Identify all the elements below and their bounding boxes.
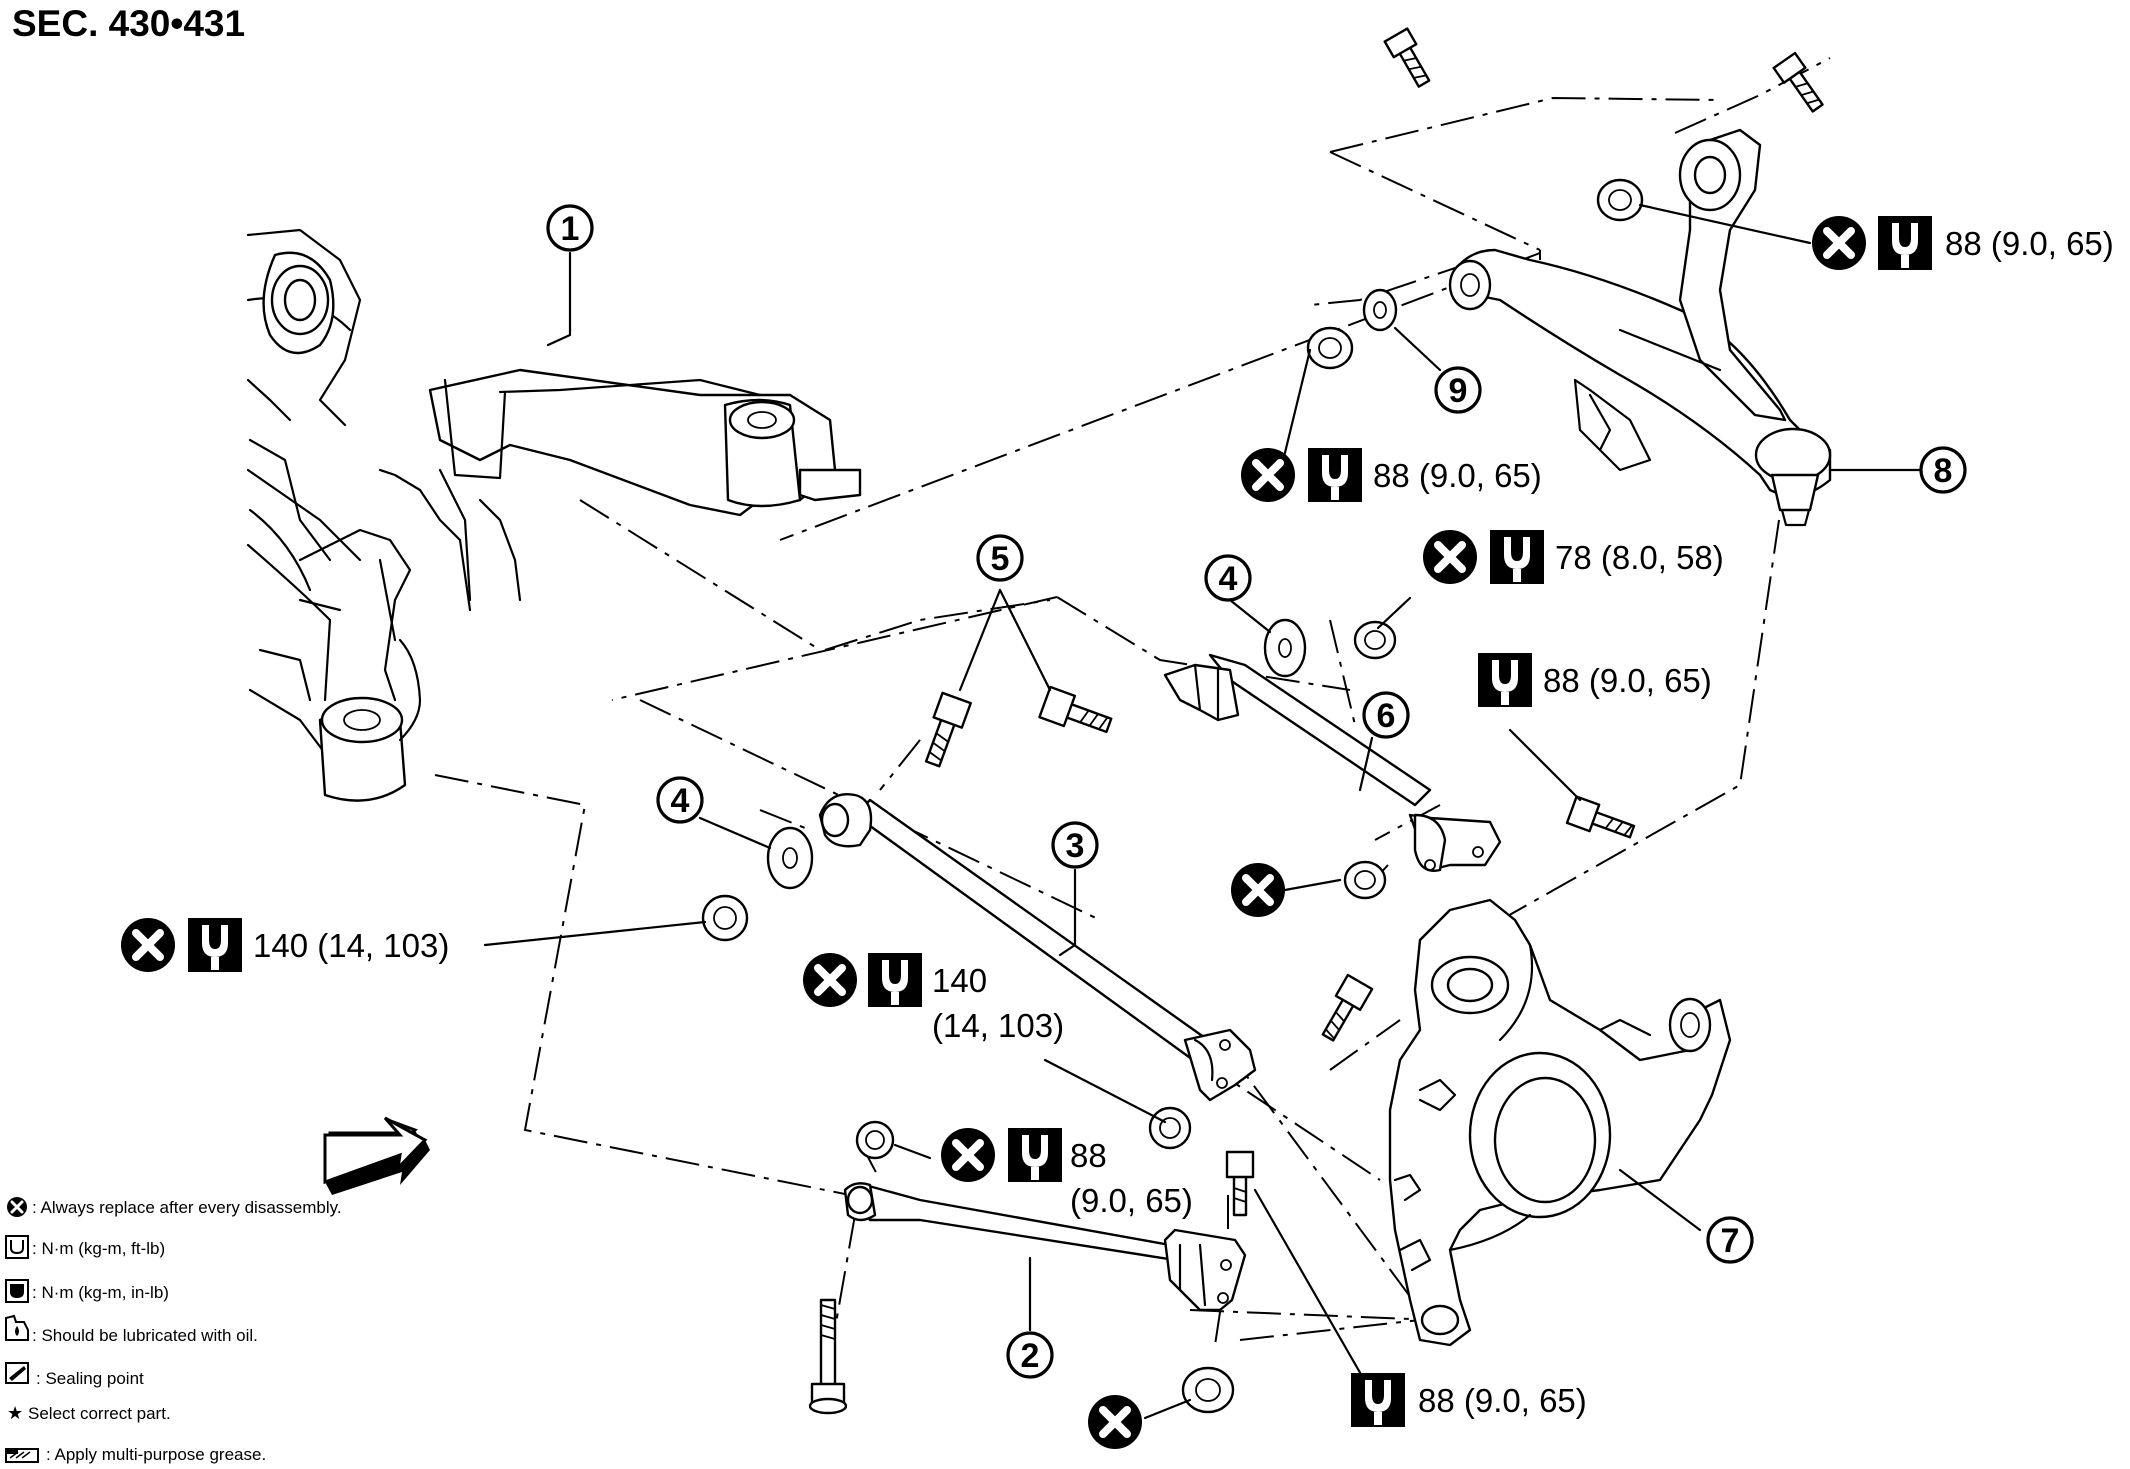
leader-lines [483,203,1922,1420]
nut-3-right [1148,1106,1192,1150]
washer-9 [1362,288,1398,332]
torque-ft-lb-icon [1008,1128,1062,1182]
legend-row-grease: : Apply multi-purpose grease. [5,1445,266,1464]
callout-6: 6 [1362,691,1410,739]
bolt-2-left [808,1298,848,1415]
section-title: SEC. 430•431 [12,3,245,44]
upper-link-8 [1448,128,1832,527]
bolt-top-right [1772,51,1824,113]
svg-text:: Always replace after every d: : Always replace after every disassembly… [32,1198,342,1217]
replace-icon [1423,530,1477,584]
svg-text:9: 9 [1449,372,1468,410]
torque-label-6-bolt: 88 (9.0, 65) [1543,662,1712,699]
callout-9: 9 [1434,366,1482,414]
bolt-6-lower [1565,795,1636,839]
callout-2: 2 [1006,1331,1054,1379]
callout-5: 5 [976,534,1024,582]
symbols [121,216,1932,1449]
svg-text:: N·m (kg-m, ft-lb): : N·m (kg-m, ft-lb) [32,1239,165,1258]
svg-text:: Sealing point: : Sealing point [36,1369,144,1388]
svg-text:8: 8 [1934,452,1953,490]
svg-text:Select correct part.: Select correct part. [28,1404,171,1423]
torque-ft-lb-icon [1308,448,1362,502]
replace-icon [10,1200,24,1214]
washer-4-lower [766,826,814,890]
axle-housing-7 [1388,898,1732,1347]
link-2 [843,1182,1247,1312]
nut-2-top [855,1120,895,1160]
replace-icon [121,918,175,972]
svg-text:1: 1 [561,210,580,248]
callout-3: 3 [1051,821,1099,869]
nut-9 [1306,326,1354,370]
legend-row-oil: : Should be lubricated with oil. [5,1314,258,1345]
replace-icon [1241,448,1295,502]
bolt-top-center [1383,27,1431,88]
svg-text:5: 5 [991,540,1010,578]
torque-label-3-right-b: (14, 103) [932,1007,1064,1044]
bolt-5-right [1038,685,1113,734]
torque-label-2-top-b: (9.0, 65) [1070,1182,1193,1219]
torque-ft-lb-icon [1351,1373,1405,1427]
torque-label-6-top: 78 (8.0, 58) [1555,539,1724,576]
link-3 [818,793,1257,1102]
legend: : Always replace after every disassembly… [5,1197,342,1464]
legend-row-sealing: : Sealing point [5,1362,144,1388]
torque-label-3-right-a: 140 [932,962,987,999]
svg-text:4: 4 [671,782,690,820]
torque-label-3-left: 140 (14, 103) [253,927,449,964]
svg-text:2: 2 [1021,1337,1040,1375]
nut-3-left [701,894,749,942]
replace-icon [1812,216,1866,270]
callout-8: 8 [1919,446,1967,494]
torque-ft-lb-icon [188,918,242,972]
replace-icon [941,1128,995,1182]
washer-4-upper [1263,618,1307,678]
callout-1: 1 [546,204,594,252]
nut-2-bottom [1181,1366,1235,1414]
replace-icon [1088,1395,1142,1449]
torque-ft-lb-icon [5,1235,29,1259]
link-6 [1163,653,1502,872]
legend-row-replace: : Always replace after every disassembly… [7,1197,342,1217]
nut-6-top [1353,620,1397,660]
front-arrow-icon [323,1116,430,1195]
callout-7: 7 [1706,1216,1754,1264]
nuts-washers [701,178,1644,1414]
legend-row-ft-lb: : N·m (kg-m, ft-lb) [5,1235,165,1259]
torque-label-9: 88 (9.0, 65) [1373,457,1542,494]
svg-text:4: 4 [1219,560,1238,598]
bolt-2-right [1225,1150,1255,1217]
torque-ft-lb-icon [868,953,922,1007]
torque-label-2-top-a: 88 [1070,1137,1107,1174]
torque-ft-lb-icon [1490,530,1544,584]
callout-4-lower: 4 [656,776,704,824]
replace-icon [1231,863,1285,917]
suspension-member-1 [246,228,862,802]
bolt-5-left [924,691,972,768]
torque-ft-lb-icon [1478,653,1532,707]
torque-ft-lb-icon [1878,216,1932,270]
svg-text:3: 3 [1066,827,1085,865]
replace-icon [803,953,857,1007]
legend-row-in-lb: : N·m (kg-m, in-lb) [5,1279,169,1303]
bolt-3-right [1321,973,1374,1042]
torque-label-8: 88 (9.0, 65) [1945,225,2114,262]
nut-8-top [1596,178,1644,222]
alignment-lines [434,57,1831,1346]
bolts [808,27,1824,1415]
svg-text:: Should be lubricated with oi: : Should be lubricated with oil. [32,1326,258,1345]
callout-4-upper: 4 [1204,554,1252,602]
svg-text:7: 7 [1721,1222,1740,1260]
svg-text:6: 6 [1377,697,1396,735]
legend-row-star: ★ Select correct part. [7,1403,171,1423]
svg-text:: Apply multi-purpose grease.: : Apply multi-purpose grease. [46,1445,266,1464]
star-icon: ★ [7,1403,23,1423]
nut-6-lower [1343,860,1387,900]
svg-text:: N·m (kg-m, in-lb): : N·m (kg-m, in-lb) [32,1283,169,1302]
torque-label-2-bottom: 88 (9.0, 65) [1418,1382,1587,1419]
